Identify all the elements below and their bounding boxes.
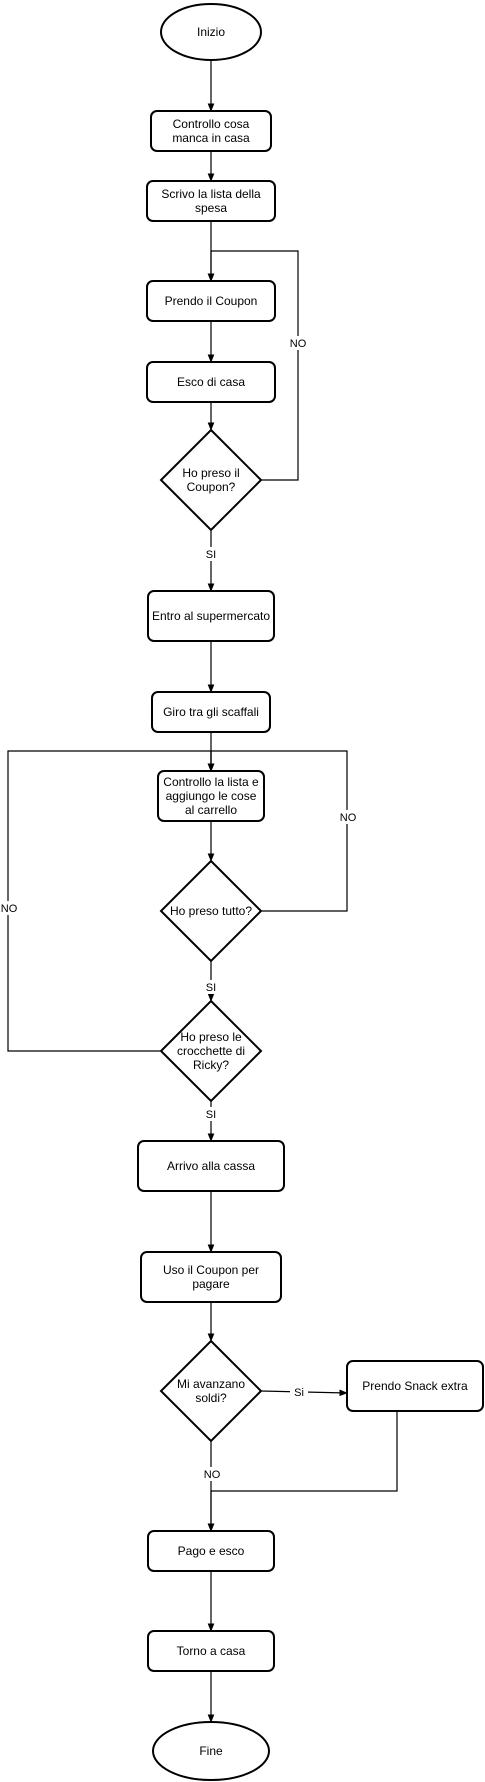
node-label: crocchette di — [177, 1044, 245, 1058]
node-label: Prendo il Coupon — [165, 294, 258, 308]
node-label: Giro tra gli scaffali — [163, 705, 259, 719]
node-label: Ricky? — [193, 1058, 229, 1072]
process-shape — [147, 1530, 275, 1572]
node-label: Controllo la lista e — [163, 775, 259, 789]
node-label: pagare — [192, 1277, 230, 1291]
process-shape — [140, 1251, 282, 1303]
node-take-coupon: Prendo il Coupon — [146, 280, 276, 322]
flow-arrow — [7, 750, 215, 1052]
node-leave-home: Esco di casa — [146, 361, 276, 403]
node-label: Scrivo la lista della — [161, 187, 261, 201]
node-enter-market: Entro al supermercato — [147, 590, 275, 642]
edge-label-all-no: NO — [339, 810, 357, 824]
edge-label-coupon-yes: SI — [202, 547, 220, 561]
process-shape — [137, 1140, 285, 1192]
terminal-shape — [160, 3, 262, 61]
process-shape — [146, 280, 276, 322]
edge-label-text: NO — [290, 338, 307, 350]
process-shape — [150, 110, 272, 152]
edge-label-money-yes: Si — [290, 1385, 308, 1399]
node-checkout: Arrivo alla cassa — [137, 1140, 285, 1192]
node-start: Inizio — [160, 3, 262, 61]
node-pay-leave: Pago e esco — [147, 1530, 275, 1572]
node-label: Coupon? — [187, 480, 236, 494]
edge-label-money-no: NO — [203, 1467, 221, 1481]
edge-label-kibble-yes: SI — [202, 1107, 220, 1121]
process-shape — [151, 691, 271, 733]
edge-label-text: NO — [340, 812, 357, 824]
flow-arrow — [207, 250, 299, 481]
node-label: manca in casa — [172, 131, 250, 145]
node-extra-snack: Prendo Snack extra — [346, 1360, 484, 1412]
process-shape — [147, 1630, 275, 1672]
node-label: Entro al supermercato — [152, 609, 270, 623]
process-shape — [146, 180, 276, 222]
node-label: Ho preso tutto? — [170, 904, 252, 918]
node-label: Torno a casa — [177, 1644, 246, 1658]
edge-label-background — [339, 810, 357, 824]
node-label: aggiungo le cose — [166, 789, 257, 803]
edge-label-text: SI — [206, 982, 216, 994]
edge-label-background — [203, 1467, 221, 1481]
node-label: Ho preso il — [182, 466, 239, 480]
edge-label-background — [202, 1107, 220, 1121]
node-label: Pago e esco — [178, 1544, 245, 1558]
edge-label-text: SI — [206, 1109, 216, 1121]
edge-label-background — [0, 901, 18, 915]
edge-label-kibble-no: NO — [0, 901, 18, 915]
node-label: Controllo cosa — [173, 117, 250, 131]
flow-arrow — [207, 1411, 398, 1532]
process-shape — [146, 361, 276, 403]
node-label: Arrivo alla cassa — [167, 1159, 255, 1173]
node-label: Ho preso le — [180, 1030, 242, 1044]
decision-shape — [159, 859, 263, 963]
edge-label-text: NO — [1, 903, 18, 915]
decision-shape — [159, 999, 263, 1103]
node-label: Esco di casa — [177, 375, 245, 389]
node-label: Mi avanzano — [177, 1377, 245, 1391]
node-all-question: Ho preso tutto? — [159, 859, 263, 963]
node-label: Prendo Snack extra — [362, 1379, 468, 1393]
node-label: Inizio — [197, 25, 225, 39]
edge-label-background — [202, 547, 220, 561]
node-label: Uso il Coupon per — [163, 1263, 259, 1277]
process-shape — [346, 1360, 484, 1412]
decision-shape — [159, 428, 263, 532]
edge-label-coupon-no: NO — [289, 336, 307, 350]
node-go-home: Torno a casa — [147, 1630, 275, 1672]
process-shape — [147, 590, 275, 642]
edge-label-background — [290, 1385, 308, 1399]
edge-label-all-yes: SI — [202, 980, 220, 994]
decision-shape — [159, 1339, 263, 1443]
edge-label-text: NO — [204, 1469, 221, 1481]
node-label: Fine — [199, 1744, 223, 1758]
edge-label-background — [289, 336, 307, 350]
node-label: spesa — [195, 201, 227, 215]
edge-label-text: Si — [294, 1387, 304, 1399]
node-label: soldi? — [195, 1391, 227, 1405]
node-label: al carrello — [185, 803, 237, 817]
node-browse-shelves: Giro tra gli scaffali — [151, 691, 271, 733]
edge-label-text: SI — [206, 549, 216, 561]
process-shape — [157, 770, 265, 822]
edge-label-background — [202, 980, 220, 994]
node-end: Fine — [152, 1721, 270, 1781]
terminal-shape — [152, 1721, 270, 1781]
